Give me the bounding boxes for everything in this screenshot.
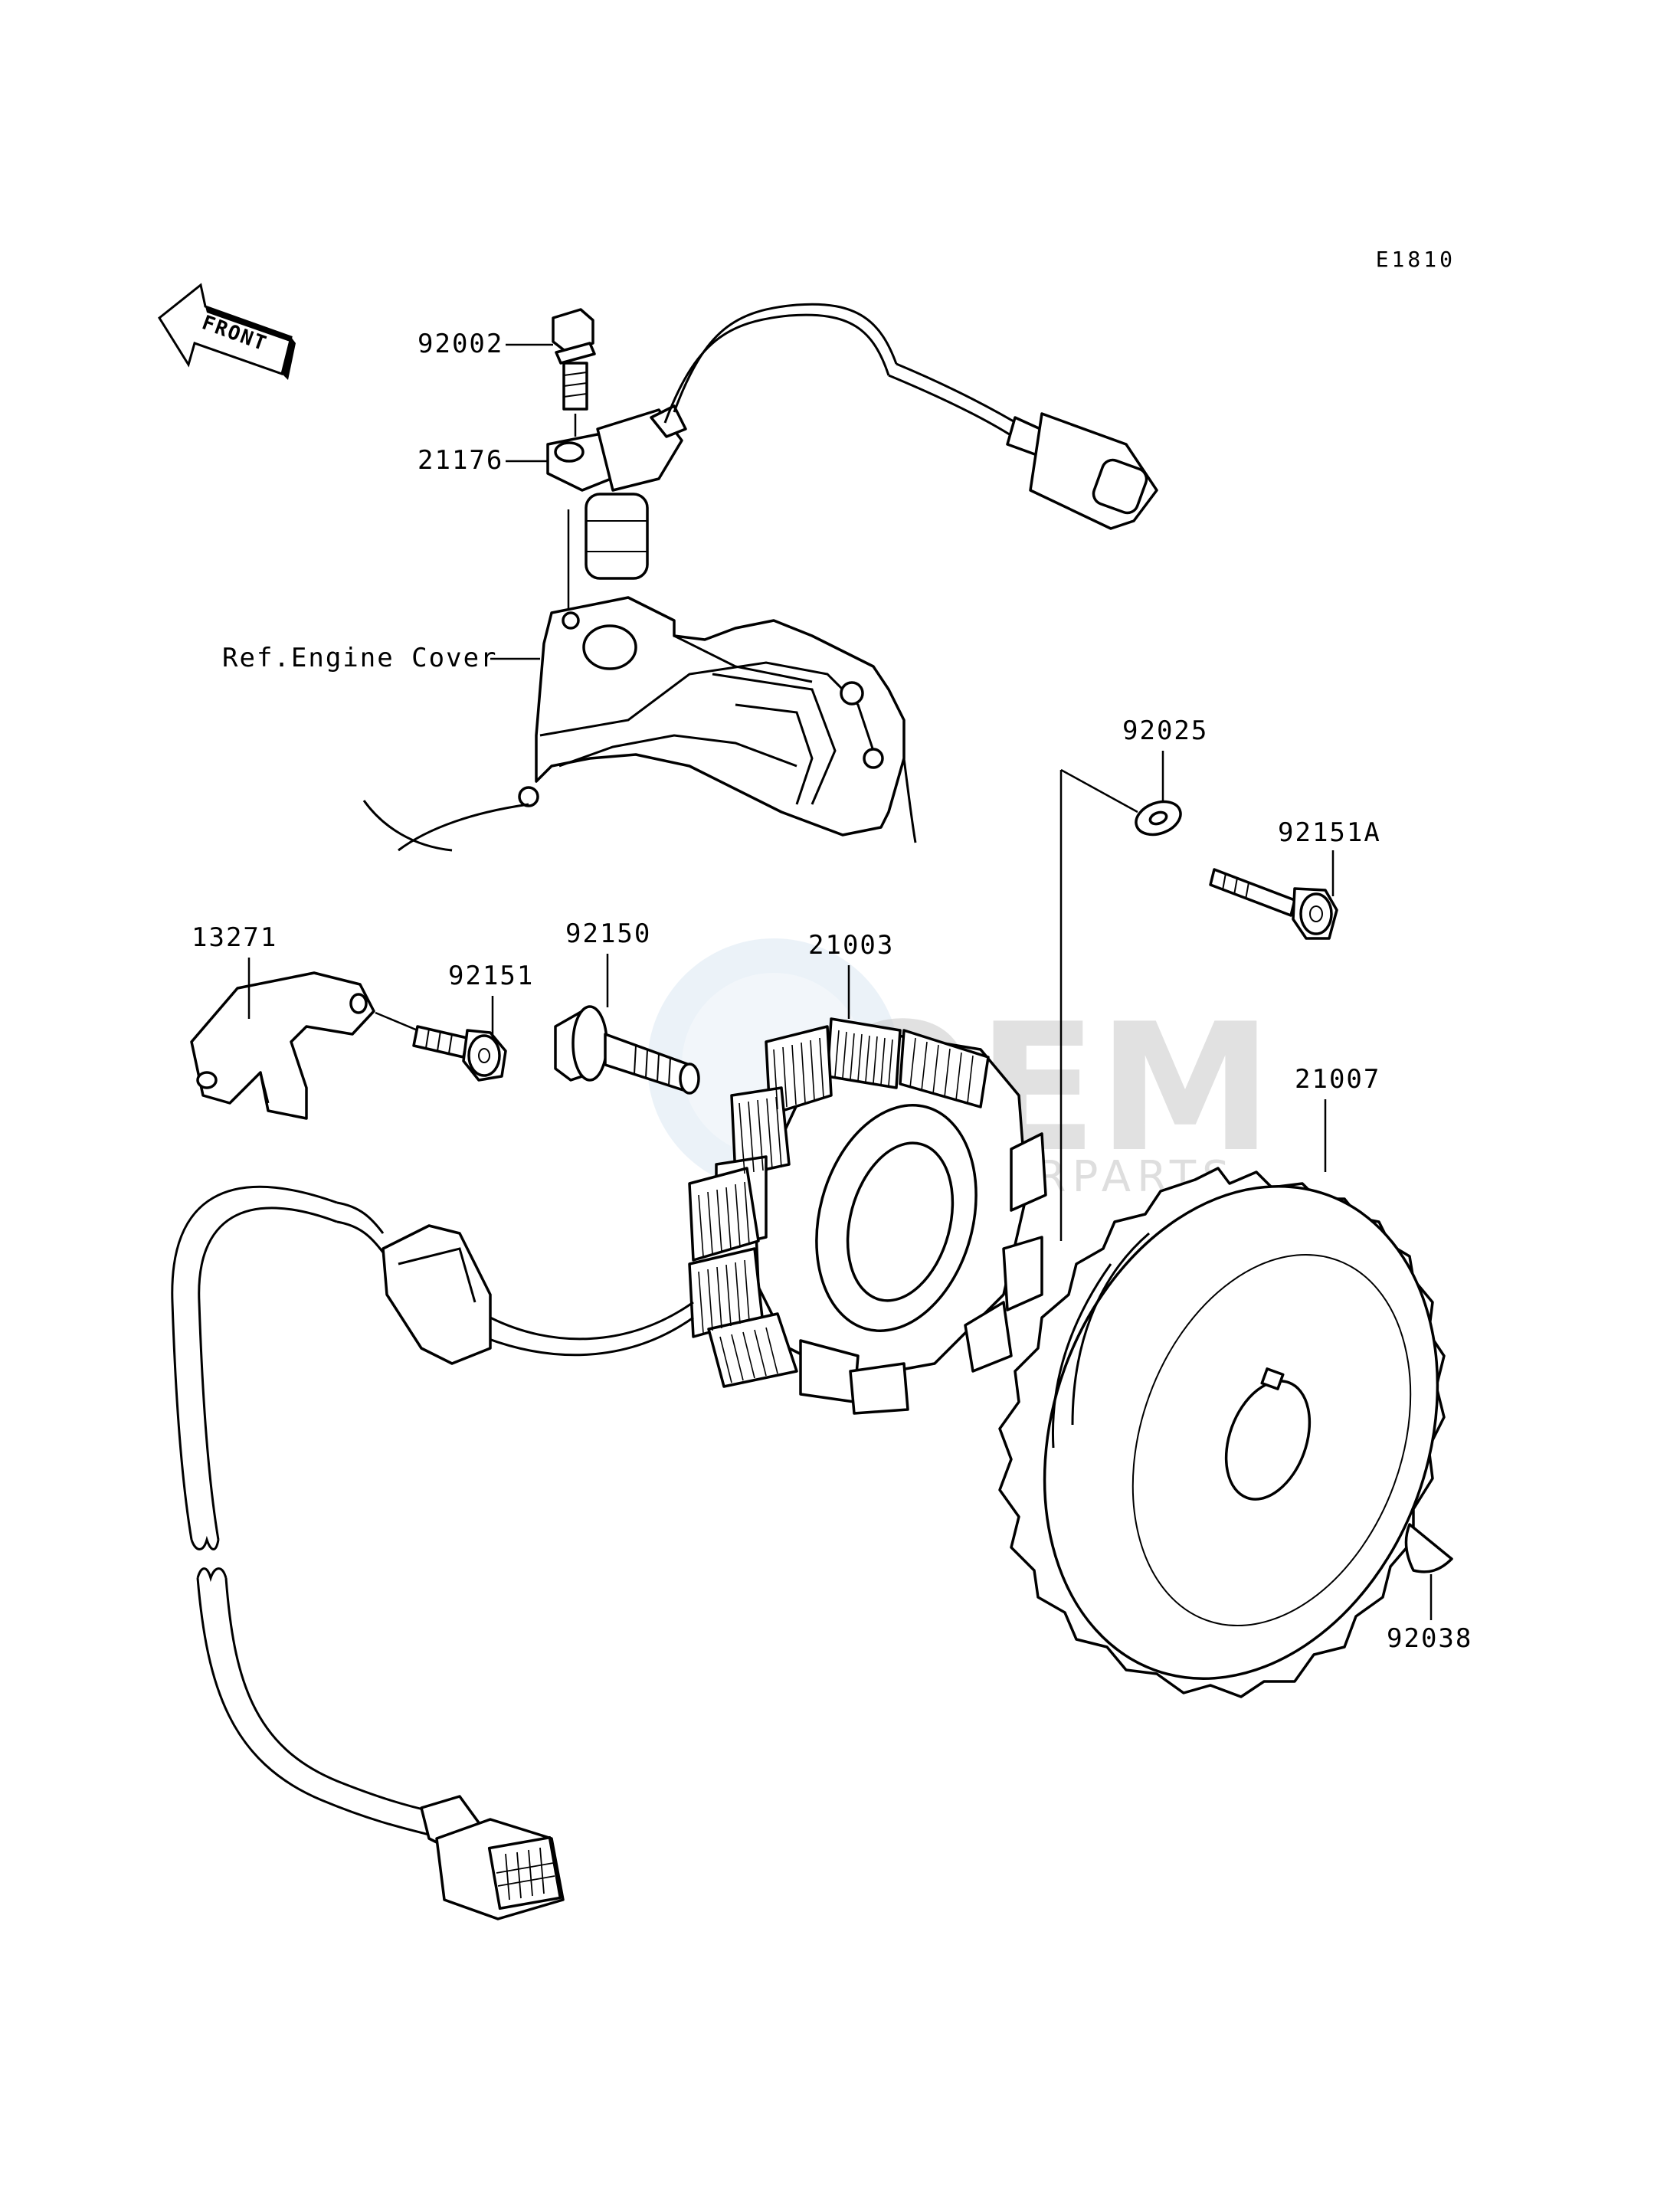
front-arrow-icon: FRONT bbox=[158, 283, 296, 380]
label-13271: 13271 bbox=[192, 922, 277, 953]
bolt-92151 bbox=[412, 1025, 507, 1082]
washer-92025 bbox=[1135, 800, 1182, 837]
label-92150: 92150 bbox=[565, 918, 651, 949]
stator-21003 bbox=[688, 1017, 1047, 1415]
bolt-92150 bbox=[554, 1005, 700, 1095]
label-21003: 21003 bbox=[808, 930, 894, 961]
label-92038: 92038 bbox=[1387, 1623, 1472, 1654]
label-92002: 92002 bbox=[418, 329, 503, 359]
bolt-92002 bbox=[552, 308, 596, 411]
label-92151: 92151 bbox=[448, 961, 534, 991]
label-21176: 21176 bbox=[418, 445, 503, 476]
label-21007: 21007 bbox=[1295, 1064, 1380, 1095]
diagram-code: E1810 bbox=[1376, 247, 1456, 272]
bolt-92151a bbox=[1209, 868, 1338, 940]
clamp-plate-13271 bbox=[190, 971, 375, 1120]
label-92151a: 92151A bbox=[1278, 817, 1381, 848]
woodruff-key-92038 bbox=[1404, 1523, 1453, 1573]
stator-harness bbox=[171, 1186, 694, 1920]
engine-cover-reference bbox=[362, 596, 917, 852]
label-92025: 92025 bbox=[1122, 715, 1208, 746]
crank-sensor-21176 bbox=[546, 303, 1158, 580]
rotor-21007 bbox=[998, 1167, 1446, 1698]
label-ref-engine-cover: Ref.Engine Cover bbox=[222, 643, 498, 673]
